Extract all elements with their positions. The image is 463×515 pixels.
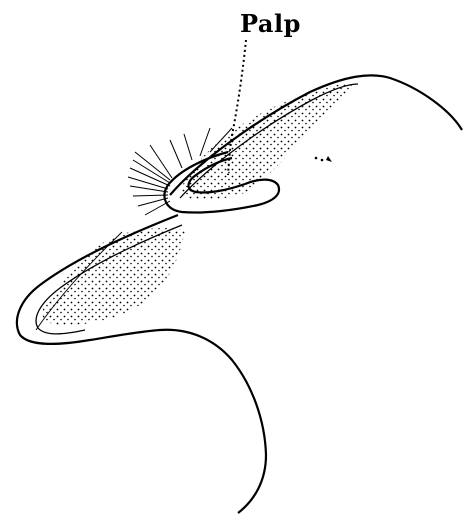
palp-label: Palp bbox=[240, 9, 301, 38]
upper-stippled-tissue bbox=[180, 84, 352, 199]
small-marks bbox=[315, 156, 332, 162]
